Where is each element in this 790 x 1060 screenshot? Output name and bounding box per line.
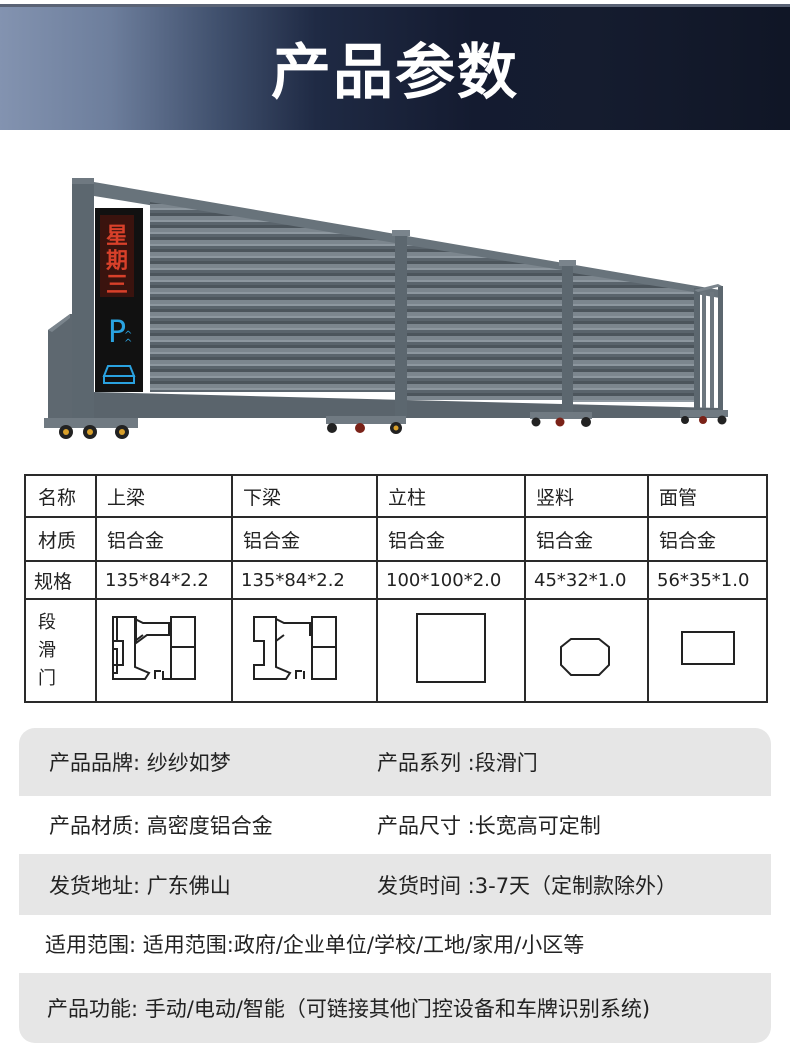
spec-table: 名称 上梁 下梁 立柱 竖料 面管 材质 铝合金 铝合金 铝合金 铝合金 铝合金… [24,474,768,703]
table-cell: 立柱 [376,474,526,518]
ship-address-text: 发货地址: 广东佛山 [49,873,231,898]
svg-text:期: 期 [106,249,128,274]
table-cell: 竖料 [524,474,649,518]
info-row-scope: 适用范围: 适用范围:政府/企业单位/学校/工地/家用/小区等 [19,915,771,973]
svg-text:^: ^ [124,330,132,341]
table-cell: 铝合金 [524,516,649,562]
profile-cell [647,598,768,703]
table-cell: 铝合金 [376,516,526,562]
octagon-profile-icon [559,638,610,676]
series-text: 产品系列 :段滑门 [377,751,538,775]
header-banner: 产品参数 [0,4,790,130]
info-row-function: 产品功能: 手动/电动/智能（可链接其他门控设备和车牌识别系统) [19,973,771,1043]
lower-beam-profile-icon [252,616,337,680]
table-row-profile: 段 滑 门 [24,598,768,703]
table-row-spec: 规格 135*84*2.2 135*84*2.2 100*100*2.0 45*… [24,560,768,600]
svg-text:^: ^ [124,338,132,349]
info-row-shipping: 发货地址: 广东佛山 发货时间 :3-7天（定制款除外） [19,854,771,915]
svg-text:三: 三 [106,273,128,298]
scope-text: 适用范围: 适用范围:政府/企业单位/学校/工地/家用/小区等 [45,933,585,957]
table-row-name: 名称 上梁 下梁 立柱 竖料 面管 [24,474,768,518]
row-label: 名称 [24,474,97,518]
table-cell: 135*84*2.2 [95,560,233,600]
square-profile-icon [416,613,486,683]
function-text: 产品功能: 手动/电动/智能（可链接其他门控设备和车牌识别系统) [47,997,651,1021]
gate-product-image: 星 期 三 P ^ ^ [0,160,790,450]
table-cell: 56*35*1.0 [647,560,768,600]
info-row-brand: 产品品牌: 纱纱如梦 产品系列 :段滑门 [19,728,771,796]
size-text: 产品尺寸 :长宽高可定制 [377,814,601,838]
row-label: 规格 [24,560,97,600]
info-row-material: 产品材质: 高密度铝合金 产品尺寸 :长宽高可定制 [19,796,771,854]
table-row-material: 材质 铝合金 铝合金 铝合金 铝合金 铝合金 [24,516,768,562]
table-cell: 铝合金 [231,516,378,562]
material-text: 产品材质: 高密度铝合金 [49,814,273,838]
table-cell: 铝合金 [95,516,233,562]
table-cell: 45*32*1.0 [524,560,649,600]
product-info-panel: 产品品牌: 纱纱如梦 产品系列 :段滑门 产品材质: 高密度铝合金 产品尺寸 :… [19,728,771,1043]
profile-cell [376,598,526,703]
ship-time-text: 发货时间 :3-7天（定制款除外） [377,873,678,898]
page-title: 产品参数 [271,37,519,108]
row-label: 段 滑 门 [24,598,97,703]
brand-text: 产品品牌: 纱纱如梦 [49,751,231,775]
profile-cell [95,598,233,703]
led-text: 星 [106,224,128,249]
profile-cell [524,598,649,703]
upper-beam-profile-icon [112,616,196,680]
table-cell: 下梁 [231,474,378,518]
row-label: 材质 [24,516,97,562]
rectangle-profile-icon [680,631,735,665]
profile-cell [231,598,378,703]
table-cell: 100*100*2.0 [376,560,526,600]
table-cell: 面管 [647,474,768,518]
table-cell: 铝合金 [647,516,768,562]
table-cell: 上梁 [95,474,233,518]
table-cell: 135*84*2.2 [231,560,378,600]
svg-text:P: P [108,315,126,350]
